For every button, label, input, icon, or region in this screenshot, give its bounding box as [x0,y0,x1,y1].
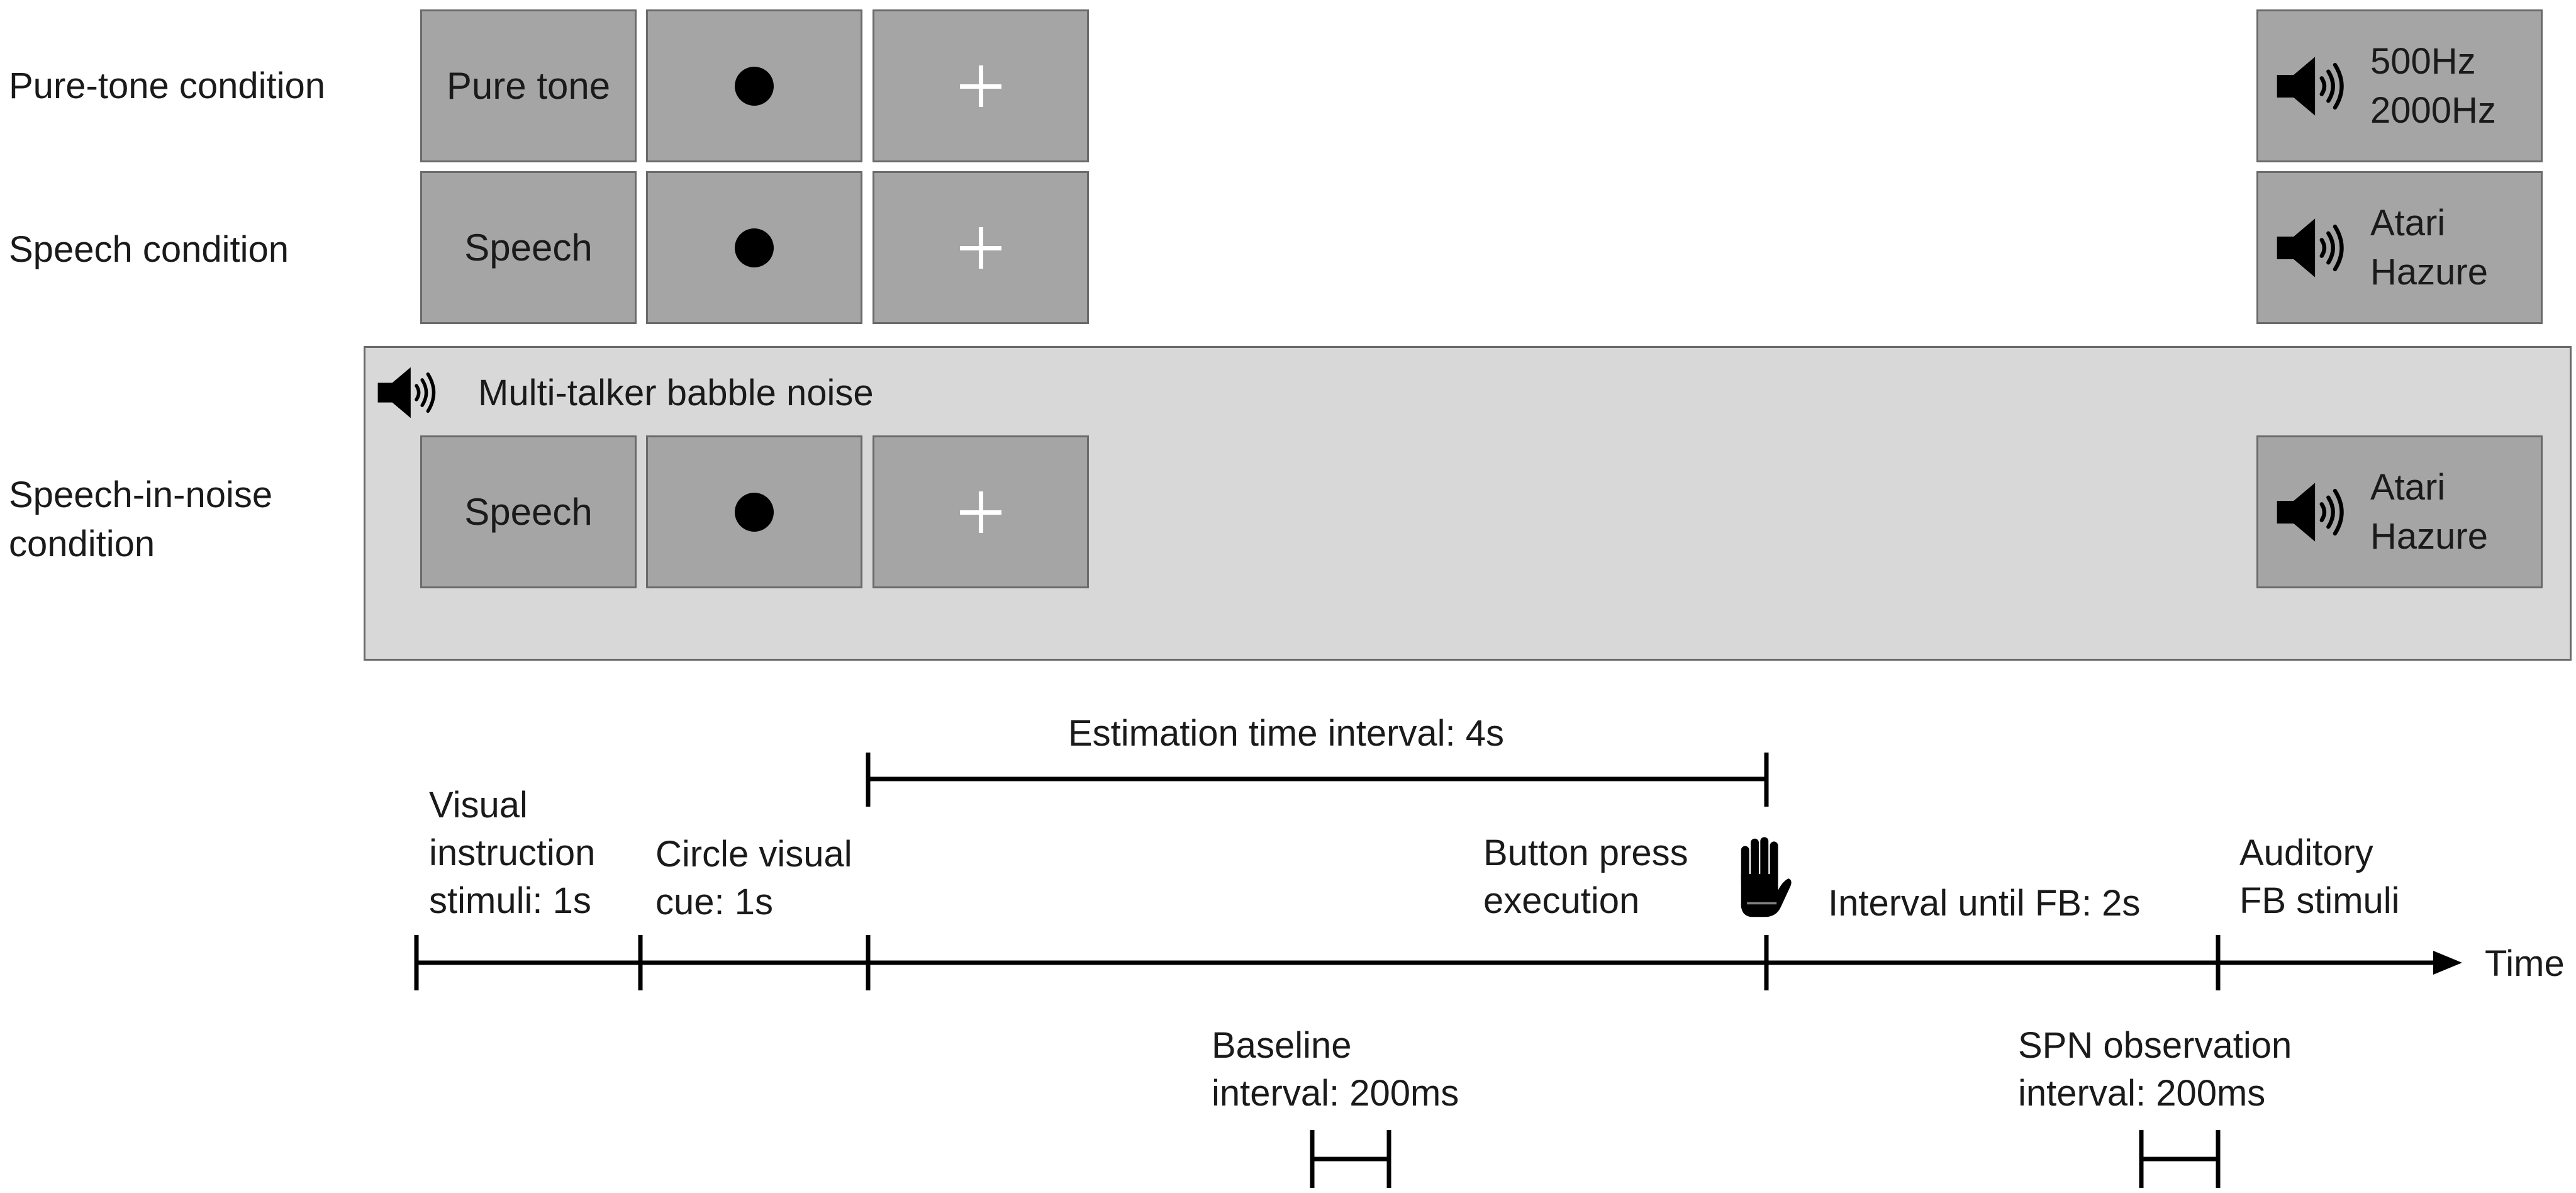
feedback-text: 500Hz 2000Hz [2370,40,2496,131]
condition-label-speech: Speech condition [9,229,289,270]
circle-box [646,171,862,324]
estimation-label: Estimation time interval: 4s [1068,713,1505,754]
fixation-box [873,435,1089,588]
cue-box-pure-tone: Pure tone [420,9,637,162]
circle-icon [735,66,774,106]
circle-icon [735,492,774,532]
phase-label-circle-cue: Circle visual cue: 1s [655,834,852,922]
speaker-icon [2277,482,2344,542]
speaker-icon [2277,218,2344,277]
circle-box [646,9,862,162]
speaker-icon [377,367,436,418]
phase-label-auditory-fb: Auditory FB stimuli [2239,832,2400,921]
cue-text: Speech [464,227,593,269]
hand-icon [1741,837,1792,917]
phase-label-visual-instruction: Visual instruction stimuli: 1s [429,785,596,921]
speaker-icon [2277,56,2344,116]
condition-label-speech-in-noise: Speech-in-noise condition [9,474,273,564]
condition-label-pure-tone: Pure-tone condition [9,65,325,106]
fixation-box [873,9,1089,162]
baseline-label: Baseline interval: 200ms [1212,1025,1459,1114]
feedback-box-pure-tone: 500Hz 2000Hz [2256,9,2543,162]
phase-label-button-press: Button press execution [1483,832,1688,921]
time-axis-label: Time [2485,943,2565,984]
cue-box-speech: Speech [420,171,637,324]
fixation-cross-icon [960,491,1001,533]
noise-label: Multi-talker babble noise [478,372,874,413]
phase-label-interval-until-fb: Interval until FB: 2s [1828,883,2141,924]
fixation-cross-icon [960,227,1001,269]
feedback-text: Atari Hazure [2370,466,2488,557]
feedback-text: Atari Hazure [2370,202,2488,293]
circle-icon [735,228,774,267]
cue-text: Pure tone [446,65,611,107]
cue-text: Speech [464,491,593,533]
time-axis-arrowhead [2433,951,2462,975]
cue-box-speech-in-noise: Speech [420,435,637,588]
circle-box [646,435,862,588]
feedback-box-speech-in-noise: Atari Hazure [2256,435,2543,588]
fixation-cross-icon [960,65,1001,107]
fixation-box [873,171,1089,324]
spn-label: SPN observation interval: 200ms [2018,1025,2292,1114]
feedback-box-speech: Atari Hazure [2256,171,2543,324]
